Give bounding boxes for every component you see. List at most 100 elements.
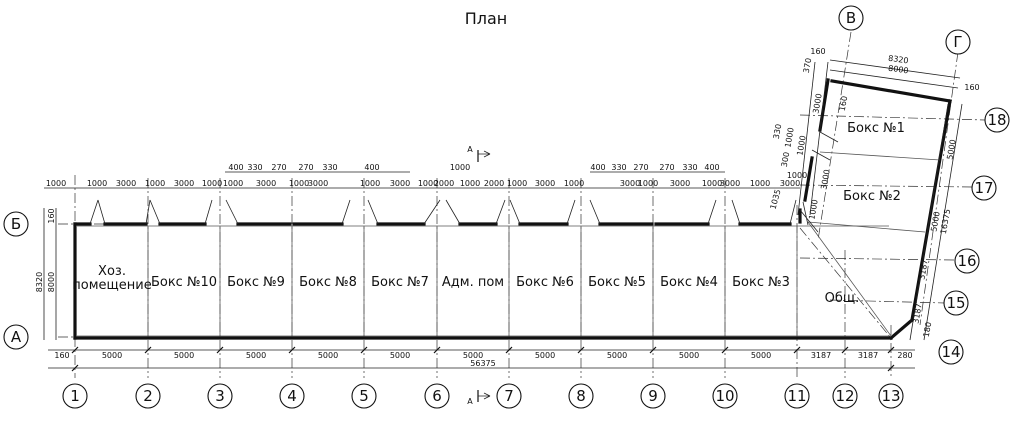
- svg-text:1000: 1000: [783, 127, 795, 149]
- svg-text:3000: 3000: [819, 169, 831, 191]
- svg-text:1000: 1000: [289, 179, 309, 188]
- door-swings: [89, 131, 839, 233]
- svg-text:5000: 5000: [679, 351, 699, 360]
- svg-text:5000: 5000: [607, 351, 627, 360]
- svg-text:3000: 3000: [720, 179, 740, 188]
- room-box-10: Бокс №10: [151, 275, 217, 290]
- room-box-6: Бокс №6: [516, 275, 574, 290]
- svg-text:3000: 3000: [390, 179, 410, 188]
- svg-text:400: 400: [590, 163, 605, 172]
- svg-text:1000: 1000: [702, 179, 722, 188]
- svg-text:280: 280: [897, 351, 912, 360]
- svg-text:3: 3: [215, 387, 225, 405]
- svg-text:3000: 3000: [620, 179, 640, 188]
- svg-text:А: А: [467, 145, 473, 154]
- room-box-7: Бокс №7: [371, 275, 429, 290]
- svg-text:5000: 5000: [945, 139, 957, 161]
- svg-text:330: 330: [772, 123, 784, 140]
- axis-10: 10: [712, 383, 738, 409]
- room-box-1: Бокс №1: [847, 121, 905, 136]
- svg-text:А: А: [467, 397, 473, 406]
- room-labels: Хоз. помещение Бокс №10 Бокс №9 Бокс №8 …: [72, 121, 905, 306]
- svg-text:8000: 8000: [888, 64, 909, 76]
- top-dimensions: 1000 1000 3000 1000 3000 1000 1000 3000 …: [44, 163, 807, 189]
- svg-text:13: 13: [881, 387, 900, 405]
- svg-text:1035: 1035: [769, 188, 783, 210]
- svg-text:1000: 1000: [638, 179, 658, 188]
- section-marker-bottom: А: [467, 390, 491, 406]
- svg-text:3000: 3000: [256, 179, 276, 188]
- axis-11: 11: [784, 383, 810, 409]
- svg-text:6: 6: [432, 387, 442, 405]
- axis-6: 6: [424, 383, 450, 409]
- svg-text:16: 16: [957, 252, 976, 270]
- svg-text:3000: 3000: [811, 93, 823, 115]
- svg-text:14: 14: [941, 343, 960, 361]
- svg-text:8000: 8000: [47, 272, 56, 292]
- svg-text:5000: 5000: [246, 351, 266, 360]
- svg-text:5000: 5000: [929, 211, 941, 233]
- svg-text:Б: Б: [11, 215, 21, 233]
- svg-text:330: 330: [247, 163, 262, 172]
- room-adm: Адм. пом: [442, 275, 504, 290]
- svg-text:15: 15: [946, 294, 965, 312]
- left-dimensions: 160 8320 8000: [35, 208, 57, 340]
- bottom-dimensions: 160 5000 5000 5000 5000 5000 5000 5000 5…: [48, 346, 915, 372]
- svg-text:300: 300: [780, 151, 792, 168]
- column-axes: 1 2 3 4 5 6 7 8 9 10 11 12 13: [62, 383, 904, 409]
- axis-v: В: [838, 5, 864, 31]
- svg-text:400: 400: [704, 163, 719, 172]
- svg-text:3000: 3000: [780, 179, 800, 188]
- svg-text:270: 270: [633, 163, 648, 172]
- dim-total: 56375: [470, 359, 495, 368]
- svg-text:3000: 3000: [174, 179, 194, 188]
- svg-text:10: 10: [715, 387, 734, 405]
- svg-text:7: 7: [504, 387, 514, 405]
- axis-17: 17: [971, 175, 997, 201]
- plan-title: План: [465, 9, 508, 28]
- svg-text:370: 370: [802, 57, 814, 74]
- svg-text:1000: 1000: [46, 179, 66, 188]
- svg-text:1000: 1000: [564, 179, 584, 188]
- axis-a: А: [3, 324, 29, 350]
- svg-text:3000: 3000: [308, 179, 328, 188]
- svg-text:3187: 3187: [917, 259, 929, 281]
- svg-text:12: 12: [835, 387, 854, 405]
- svg-text:160: 160: [810, 47, 825, 56]
- svg-text:В: В: [846, 9, 856, 27]
- svg-text:330: 330: [322, 163, 337, 172]
- svg-text:1: 1: [70, 387, 80, 405]
- svg-text:1000: 1000: [460, 179, 480, 188]
- svg-text:1000: 1000: [795, 135, 807, 157]
- svg-text:160: 160: [838, 95, 850, 112]
- svg-text:1000: 1000: [87, 179, 107, 188]
- svg-text:17: 17: [974, 179, 993, 197]
- room-box-2: Бокс №2: [843, 189, 901, 204]
- exterior-walls: [73, 78, 952, 341]
- svg-text:8320: 8320: [35, 272, 44, 292]
- axis-3: 3: [207, 383, 233, 409]
- svg-text:1000: 1000: [418, 179, 438, 188]
- axis-7: 7: [496, 383, 522, 409]
- svg-text:4: 4: [287, 387, 297, 405]
- dim-bottom-160: 160: [54, 351, 69, 360]
- svg-text:18: 18: [987, 111, 1006, 129]
- axis-g: Г: [945, 29, 971, 55]
- svg-text:5000: 5000: [390, 351, 410, 360]
- axis-13: 13: [878, 383, 904, 409]
- svg-text:А: А: [11, 328, 22, 346]
- axis-4: 4: [279, 383, 305, 409]
- partitions: [77, 151, 941, 337]
- axis-8: 8: [568, 383, 594, 409]
- axis-14: 14: [938, 339, 964, 365]
- svg-text:5000: 5000: [535, 351, 555, 360]
- axis-9: 9: [640, 383, 666, 409]
- svg-text:330: 330: [682, 163, 697, 172]
- svg-text:180: 180: [922, 321, 934, 338]
- svg-text:270: 270: [659, 163, 674, 172]
- room-obsh: Общ.: [825, 291, 860, 306]
- axis-16: 16: [954, 248, 980, 274]
- room-box-5: Бокс №5: [588, 275, 646, 290]
- wing-axes: В Г 18 17 16 15 14: [838, 5, 1010, 365]
